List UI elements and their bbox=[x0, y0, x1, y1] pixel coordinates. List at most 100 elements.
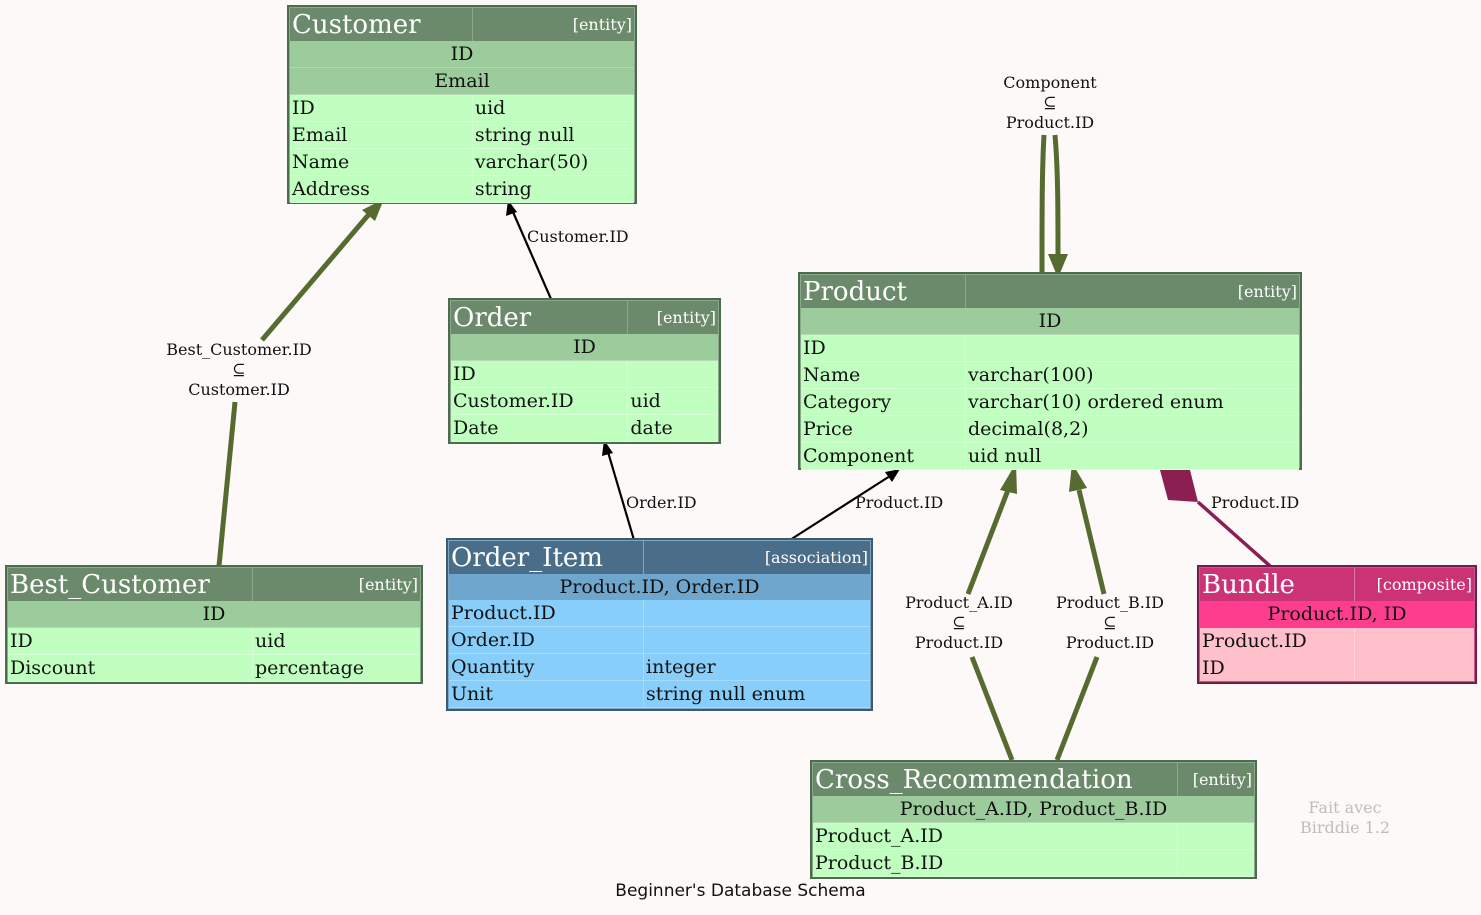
edge-product-a-inclusion bbox=[965, 463, 1017, 761]
table-type: [entity] bbox=[1177, 763, 1254, 796]
table-type: [entity] bbox=[965, 275, 1299, 308]
field-name: ID bbox=[290, 94, 473, 122]
subset-symbol: ⊆ bbox=[1043, 93, 1057, 112]
label-order-item-order: Order.ID bbox=[626, 493, 697, 512]
edge-product-b-inclusion bbox=[1054, 463, 1107, 761]
field-name: Discount bbox=[8, 654, 253, 682]
key-row: ID bbox=[801, 308, 1299, 335]
field-type: percentage bbox=[252, 654, 420, 682]
field-type bbox=[1354, 627, 1474, 655]
field-type bbox=[643, 626, 870, 654]
watermark-line: Birddie 1.2 bbox=[1299, 818, 1391, 837]
label-line: Component bbox=[1003, 73, 1097, 92]
table-name: Order_Item bbox=[449, 541, 644, 574]
field-type bbox=[1354, 654, 1474, 681]
label-line: Customer.ID bbox=[188, 380, 290, 399]
watermark: Fait avec Birddie 1.2 bbox=[1280, 798, 1410, 838]
key-row: Product.ID, ID bbox=[1200, 601, 1474, 628]
label-best-customer-inclusion: Best_Customer.ID ⊆ Customer.ID bbox=[150, 340, 328, 400]
field-row: Product_B.ID bbox=[813, 849, 1254, 877]
arrowhead bbox=[362, 199, 384, 221]
field-type: uid bbox=[472, 94, 634, 122]
field-name: Price bbox=[801, 415, 966, 443]
label-product-b-inclusion: Product_B.ID ⊆ Product.ID bbox=[1045, 593, 1175, 653]
field-type: string null enum bbox=[643, 680, 870, 708]
table-type: [entity] bbox=[472, 8, 634, 41]
key-row: Email bbox=[290, 67, 634, 95]
key-row: Product.ID, Order.ID bbox=[449, 574, 870, 600]
label-component-inclusion: Component ⊆ Product.ID bbox=[985, 73, 1115, 133]
field-row: Product_A.ID bbox=[813, 822, 1254, 850]
field-name: Product.ID bbox=[449, 600, 644, 627]
field-name: Product_A.ID bbox=[813, 822, 1178, 850]
edge-order-customer bbox=[506, 200, 553, 300]
table-name: Best_Customer bbox=[8, 568, 253, 601]
field-name: Category bbox=[801, 388, 966, 416]
field-name: Email bbox=[290, 121, 473, 149]
subset-symbol: ⊆ bbox=[1103, 613, 1117, 632]
label-product-a-inclusion: Product_A.ID ⊆ Product.ID bbox=[894, 593, 1024, 653]
diagram-caption: Beginner's Database Schema bbox=[615, 881, 866, 901]
label-order-customer: Customer.ID bbox=[527, 227, 629, 246]
field-type bbox=[1177, 849, 1254, 877]
field-name: Order.ID bbox=[449, 626, 644, 654]
field-type: varchar(10) ordered enum bbox=[965, 388, 1299, 416]
subset-symbol: ⊆ bbox=[952, 613, 966, 632]
field-type: decimal(8,2) bbox=[965, 415, 1299, 443]
field-type bbox=[965, 334, 1299, 362]
label-line: Product.ID bbox=[914, 633, 1004, 652]
field-type bbox=[643, 600, 870, 627]
watermark-line: Fait avec bbox=[1308, 798, 1382, 817]
composite-diamond-icon bbox=[1160, 470, 1198, 502]
field-name: Address bbox=[290, 175, 473, 203]
table-name: Customer bbox=[290, 8, 473, 41]
table-type: [composite] bbox=[1354, 568, 1474, 601]
table-cross-recommendation[interactable]: Cross_Recommendation[entity] Product_A.I… bbox=[810, 760, 1257, 879]
label-line: Product.ID bbox=[1005, 113, 1095, 132]
field-name: ID bbox=[8, 627, 253, 655]
field-type: uid bbox=[627, 387, 718, 415]
table-order-item[interactable]: Order_Item[association] Product.ID, Orde… bbox=[446, 538, 873, 711]
label-line: Best_Customer.ID bbox=[166, 340, 312, 359]
table-name: Cross_Recommendation bbox=[813, 763, 1178, 796]
field-row: ID bbox=[1200, 654, 1474, 681]
field-row: ID bbox=[451, 360, 718, 388]
field-type: uid null bbox=[965, 442, 1299, 470]
label-bundle-product: Product.ID bbox=[1211, 493, 1300, 512]
edge-best-customer-inclusion bbox=[216, 199, 384, 567]
field-name: Product_B.ID bbox=[813, 849, 1178, 877]
label-line: Product_A.ID bbox=[905, 593, 1013, 612]
label-line: Product_B.ID bbox=[1056, 593, 1164, 612]
field-type: string bbox=[472, 175, 634, 203]
field-type: uid bbox=[252, 627, 420, 655]
field-name: ID bbox=[801, 334, 966, 362]
table-bundle[interactable]: Bundle[composite] Product.ID, ID Product… bbox=[1197, 565, 1477, 684]
key-row: ID bbox=[290, 41, 634, 68]
table-name: Product bbox=[801, 275, 966, 308]
key-row: ID bbox=[8, 601, 420, 628]
field-name: Name bbox=[801, 361, 966, 389]
subset-symbol: ⊆ bbox=[232, 360, 246, 379]
field-type: integer bbox=[643, 653, 870, 681]
field-row: Order.ID bbox=[449, 626, 870, 654]
key-row: Product_A.ID, Product_B.ID bbox=[813, 796, 1254, 823]
field-row: ID bbox=[801, 334, 1299, 362]
table-type: [entity] bbox=[627, 301, 718, 334]
field-type bbox=[627, 360, 718, 388]
field-name: Customer.ID bbox=[451, 387, 629, 415]
